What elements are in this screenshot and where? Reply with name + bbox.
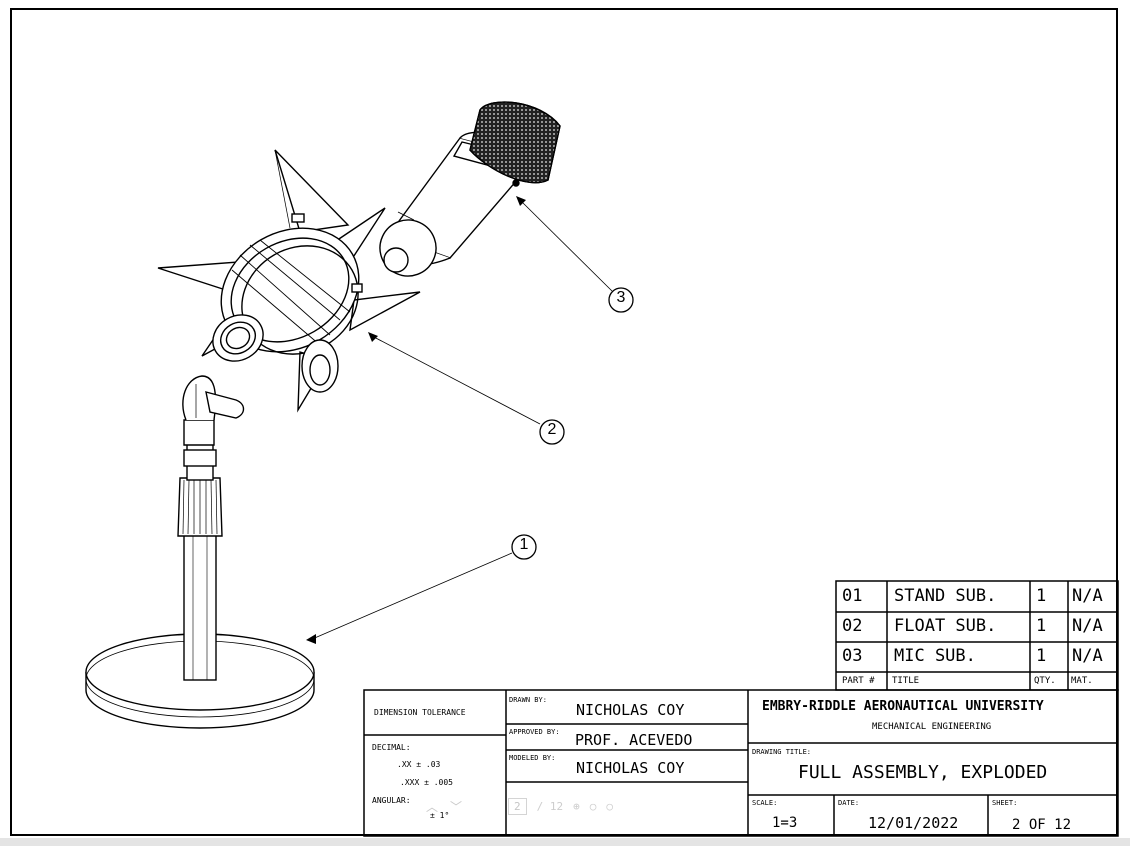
viewer-toolbar: 2 / 12 ⊕ ○ ○	[508, 795, 748, 817]
angular-tolerance: ± 1°	[430, 811, 450, 820]
modeled-by-label: MODELED BY:	[509, 754, 556, 762]
bom-part-number: 01	[842, 586, 863, 606]
decimal-xxx-tolerance: .XXX ± .005	[400, 778, 453, 787]
page-total: / 12	[536, 799, 564, 813]
department-name: MECHANICAL ENGINEERING	[872, 722, 992, 732]
approved-by-label: APPROVED BY:	[509, 728, 560, 736]
zoom-in-icon[interactable]: ⊕	[573, 799, 580, 813]
bill-of-materials-grid	[835, 580, 1119, 691]
arrowhead-2	[368, 332, 378, 342]
drawn-by-value: NICHOLAS COY	[576, 701, 685, 719]
dimension-tolerance-label: DIMENSION TOLERANCE	[374, 708, 466, 717]
drawing-title: FULL ASSEMBLY, EXPLODED	[798, 762, 1048, 783]
drawing-title-label: DRAWING TITLE:	[752, 748, 812, 756]
callout-number-2: 2	[547, 421, 557, 438]
bom-material: N/A	[1072, 646, 1103, 666]
decimal-xx-tolerance: .XX ± .03	[397, 760, 441, 769]
balloon-1	[511, 534, 537, 560]
sheet-label: SHEET:	[992, 799, 1018, 807]
zoom-out-icon[interactable]: ○	[589, 799, 597, 813]
arrowhead-3	[516, 196, 526, 206]
bom-header-material: MAT.	[1071, 676, 1093, 686]
decimal-label: DECIMAL:	[372, 743, 411, 752]
leader-line-2	[371, 335, 541, 425]
sheet-value: 2 OF 12	[1012, 817, 1072, 833]
date-value: 12/01/2022	[868, 814, 959, 832]
bom-qty: 1	[1036, 646, 1047, 666]
bom-title: STAND SUB.	[894, 586, 997, 606]
university-name: EMBRY-RIDDLE AERONAUTICAL UNIVERSITY	[762, 699, 1044, 714]
bom-material: N/A	[1072, 616, 1103, 636]
bom-part-number: 02	[842, 616, 863, 636]
stand-subassembly-illustration	[85, 375, 315, 729]
bom-material: N/A	[1072, 586, 1103, 606]
chevron-up-icon[interactable]: ︿	[426, 800, 439, 814]
approved-by-value: PROF. ACEVEDO	[575, 731, 693, 749]
drawn-by-label: DRAWN BY:	[509, 696, 547, 704]
leader-line-1	[309, 552, 513, 641]
page-nav-arrows: ︿ ﹀	[426, 798, 462, 815]
bom-part-number: 03	[842, 646, 863, 666]
bom-qty: 1	[1036, 616, 1047, 636]
balloon-3	[608, 287, 634, 313]
page-number-input[interactable]: 2	[508, 797, 527, 815]
title-block-grid	[363, 689, 1119, 837]
bom-qty: 1	[1036, 586, 1047, 606]
fit-page-icon[interactable]: ○	[606, 799, 613, 813]
bom-header-title: TITLE	[892, 676, 920, 686]
balloon-2	[539, 419, 565, 445]
angular-label: ANGULAR:	[372, 796, 411, 805]
callout-number-3: 3	[616, 289, 626, 306]
leader-line-3	[519, 199, 613, 292]
bom-header-qty: QTY.	[1034, 676, 1056, 686]
date-label: DATE:	[838, 799, 860, 807]
bom-title: MIC SUB.	[894, 646, 976, 666]
modeled-by-value: NICHOLAS COY	[576, 759, 685, 777]
scale-value: 1=3	[772, 815, 798, 831]
chevron-down-icon[interactable]: ﹀	[450, 800, 463, 814]
bom-title: FLOAT SUB.	[894, 616, 997, 636]
shock-mount-illustration	[157, 149, 421, 413]
microphone-illustration	[379, 101, 561, 277]
bottom-edge-strip	[0, 838, 1130, 846]
callout-number-1: 1	[519, 536, 529, 553]
bom-header-part: PART #	[842, 676, 875, 686]
scale-label: SCALE:	[752, 799, 778, 807]
drawing-sheet	[10, 8, 1118, 836]
arrowhead-1	[306, 634, 316, 644]
